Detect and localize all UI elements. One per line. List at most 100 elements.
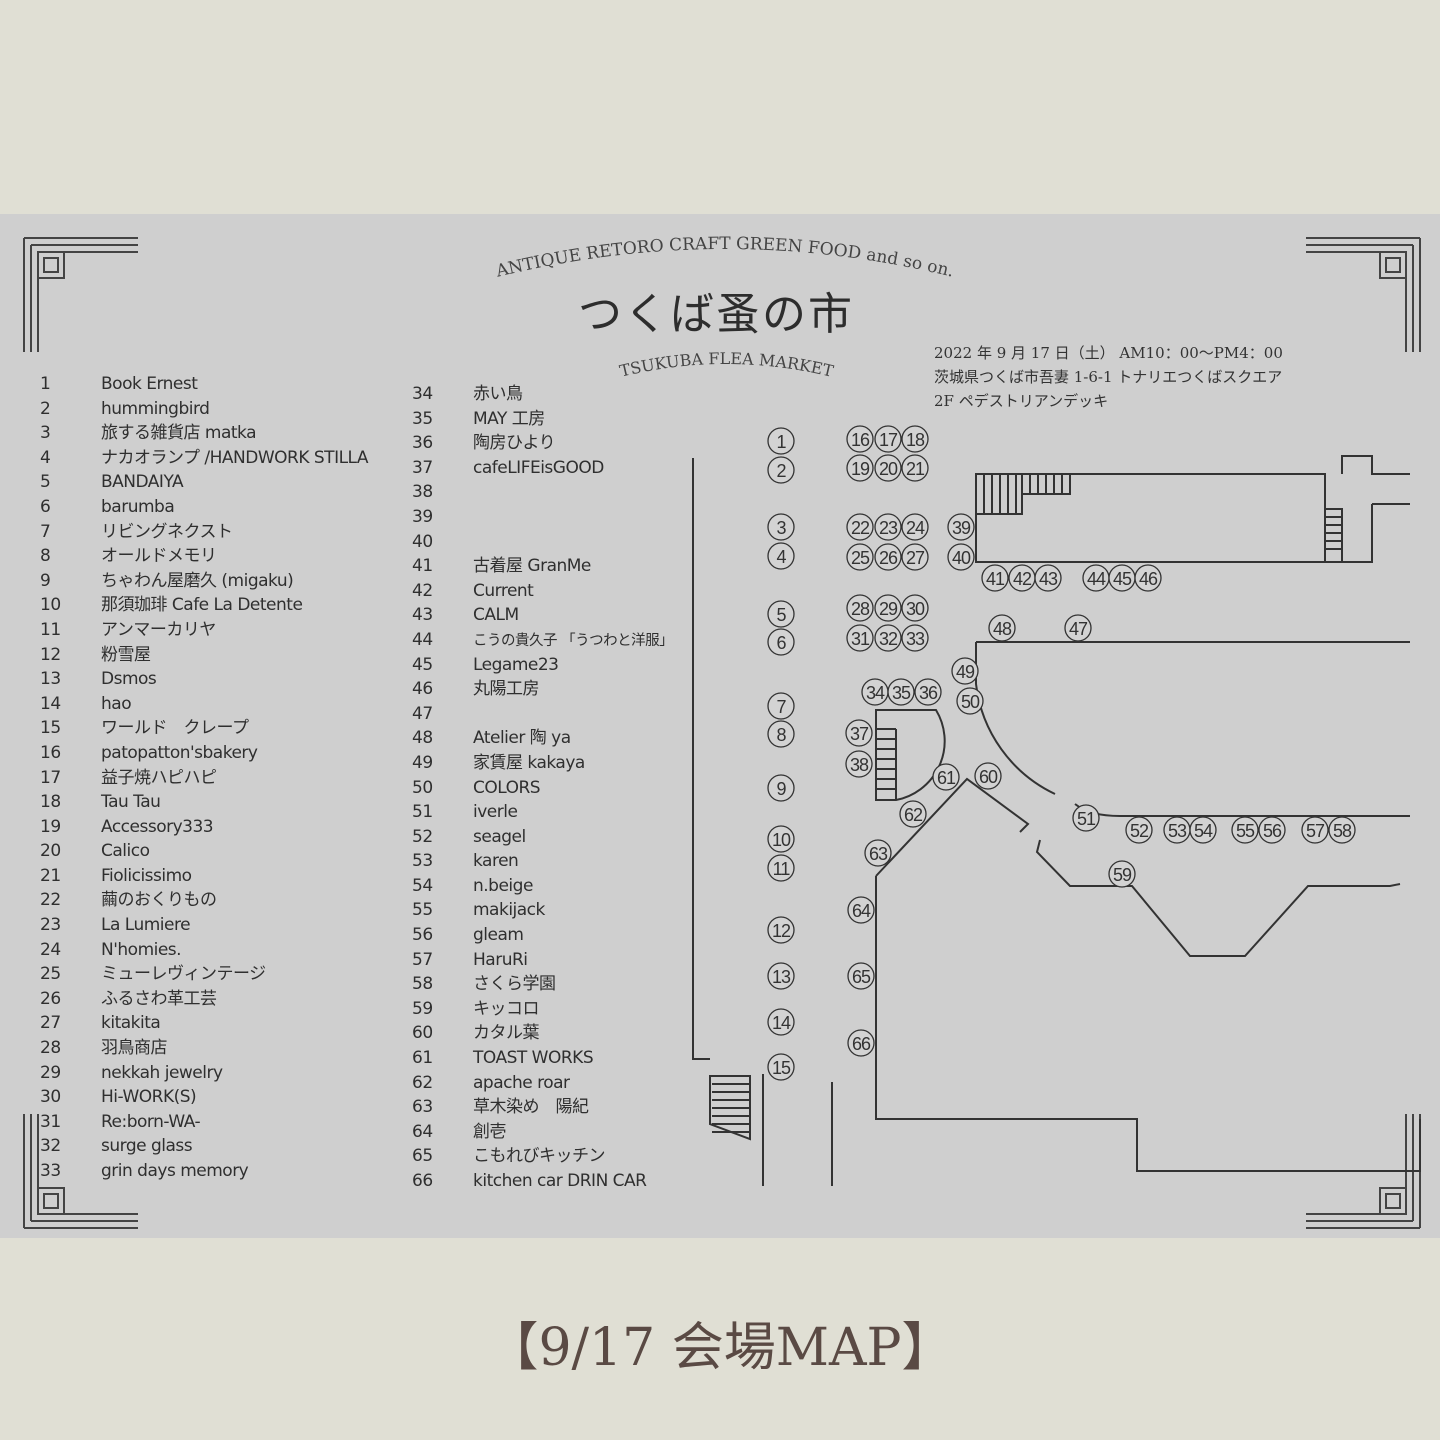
stall-marker-13: 13	[767, 962, 795, 990]
stall-marker-17: 17	[874, 425, 902, 453]
vendor-name: Tau Tau	[101, 792, 161, 813]
vendor-name: 赤い鳥	[473, 384, 523, 404]
vendor-name: ワールド クレープ	[101, 718, 249, 739]
stall-circle	[767, 720, 795, 748]
stall-circle	[1301, 816, 1329, 844]
stall-circle	[901, 425, 929, 453]
stall-marker-21: 21	[901, 454, 929, 482]
stall-circle	[767, 774, 795, 802]
vendor-row: 36 陶房ひより	[412, 431, 673, 456]
stall-number: 54	[1194, 821, 1213, 841]
stall-number: 41	[986, 569, 1005, 589]
stall-circle	[988, 614, 1016, 642]
stall-number: 52	[1130, 821, 1149, 841]
stall-number: 14	[772, 1013, 791, 1033]
stall-marker-60: 60	[974, 762, 1002, 790]
stall-circle	[1034, 564, 1062, 592]
stall-marker-26: 26	[874, 543, 902, 571]
stall-number: 31	[851, 629, 870, 649]
vendor-row: 39	[412, 505, 673, 530]
vendor-number: 36	[412, 433, 433, 454]
stall-circle	[864, 839, 892, 867]
vendor-row: 38	[412, 480, 673, 505]
vendor-row: 47	[412, 702, 673, 727]
vendor-number: 45	[412, 654, 433, 675]
vendor-name: 草木染め 陽紀	[473, 1097, 589, 1118]
stall-marker-2: 2	[767, 456, 795, 484]
stall-marker-18: 18	[901, 425, 929, 453]
vendor-number: 39	[412, 506, 433, 527]
vendor-number: 59	[412, 998, 433, 1019]
vendor-name: N'homies.	[101, 939, 182, 960]
floor-plan-walls	[692, 455, 1421, 1186]
stall-marker-58: 58	[1328, 816, 1356, 844]
vendor-name: HaruRi	[473, 949, 528, 970]
stall-number: 29	[879, 599, 898, 619]
stall-marker-34: 34	[861, 678, 889, 706]
stall-circle	[767, 513, 795, 541]
stall-number: 38	[850, 755, 869, 775]
stall-number: 16	[851, 430, 870, 450]
vendor-number: 38	[412, 482, 433, 503]
stall-number: 4	[776, 547, 786, 567]
vendor-number: 20	[40, 841, 61, 862]
vendor-name: Hi-WORK(S)	[101, 1087, 197, 1108]
corner-ornament-top-left	[23, 237, 139, 353]
stall-circle	[901, 624, 929, 652]
vendor-name: patopatton'sbakery	[101, 742, 258, 763]
event-date-time: 2022 年 9 月 17 日（土） AM10：00〜PM4：00	[934, 344, 1283, 362]
stall-marker-3: 3	[767, 513, 795, 541]
vendor-name: 陶房ひより	[473, 433, 556, 454]
stall-marker-12: 12	[767, 916, 795, 944]
stall-number: 18	[906, 430, 925, 450]
stall-number: 26	[879, 548, 898, 568]
vendor-number: 26	[40, 988, 61, 1009]
stall-number: 42	[1013, 569, 1032, 589]
stall-marker-16: 16	[846, 425, 874, 453]
stall-number: 46	[1139, 569, 1158, 589]
vendor-number: 16	[40, 742, 61, 763]
stall-circle	[874, 594, 902, 622]
stall-marker-20: 20	[874, 454, 902, 482]
vendor-name: 旅する雑貨店 matka	[101, 423, 257, 444]
vendor-number: 41	[412, 556, 433, 577]
stall-number: 3	[776, 518, 786, 538]
stall-circle	[767, 916, 795, 944]
stall-marker-4: 4	[767, 542, 795, 570]
vendor-number: 42	[412, 580, 433, 601]
vendor-row: 16 patopatton'sbakery	[40, 741, 368, 766]
vendor-name: BANDAIYA	[101, 472, 184, 493]
stall-number: 48	[993, 619, 1012, 639]
vendor-name: ミューレヴィンテージ	[101, 964, 266, 985]
vendor-row: 30 Hi-WORK(S)	[40, 1085, 368, 1110]
vendor-number: 12	[40, 644, 61, 665]
vendor-number: 30	[40, 1087, 61, 1108]
vendor-number: 6	[40, 496, 51, 517]
stall-number: 45	[1113, 569, 1132, 589]
stall-marker-62: 62	[899, 800, 927, 828]
stall-number: 66	[852, 1034, 871, 1054]
vendor-number: 66	[412, 1171, 433, 1191]
stall-marker-8: 8	[767, 720, 795, 748]
vendor-name: カタル葉	[473, 1023, 540, 1044]
stall-marker-63: 63	[864, 839, 892, 867]
stall-marker-10: 10	[767, 825, 795, 853]
stall-circle	[846, 454, 874, 482]
stall-circle	[1108, 860, 1136, 888]
vendor-name: cafeLIFEisGOOD	[473, 457, 604, 478]
stall-circle	[767, 427, 795, 455]
